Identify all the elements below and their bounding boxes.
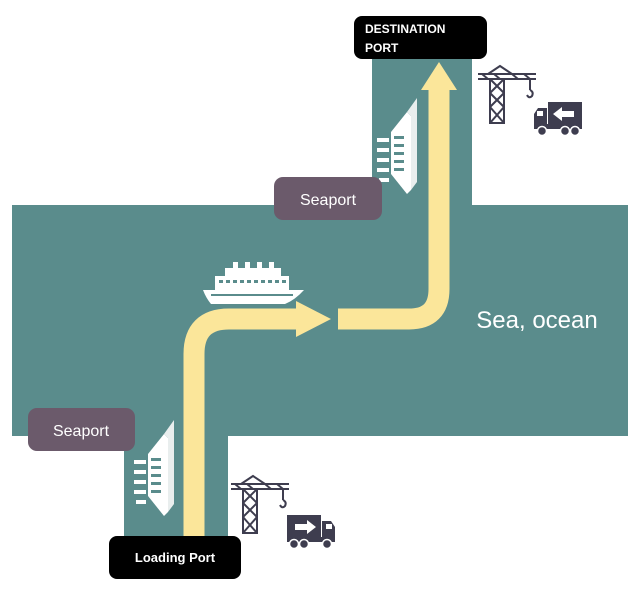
destination-port-crane-icon	[477, 65, 537, 124]
seaport-label-top: Seaport	[274, 177, 382, 220]
seaport-bottom-text: Seaport	[53, 423, 110, 440]
loading-port-crane-icon	[230, 475, 290, 534]
destination-port-line1: DESTINATION	[365, 22, 445, 36]
destination-port-label: DESTINATION PORT	[354, 16, 487, 59]
destination-port-line2: PORT	[365, 41, 399, 55]
shipping-route	[183, 62, 457, 536]
seaport-top-text: Seaport	[300, 192, 357, 209]
seaport-label-bottom: Seaport	[28, 408, 135, 451]
sea-ocean-label: Sea, ocean	[476, 307, 597, 334]
loading-port-label: Loading Port	[109, 536, 241, 579]
destination-cargo-truck-icon	[533, 101, 583, 137]
loading-cargo-truck-icon	[286, 514, 336, 550]
loading-port-text: Loading Port	[135, 550, 216, 565]
cruise-ship-icon	[203, 262, 304, 304]
